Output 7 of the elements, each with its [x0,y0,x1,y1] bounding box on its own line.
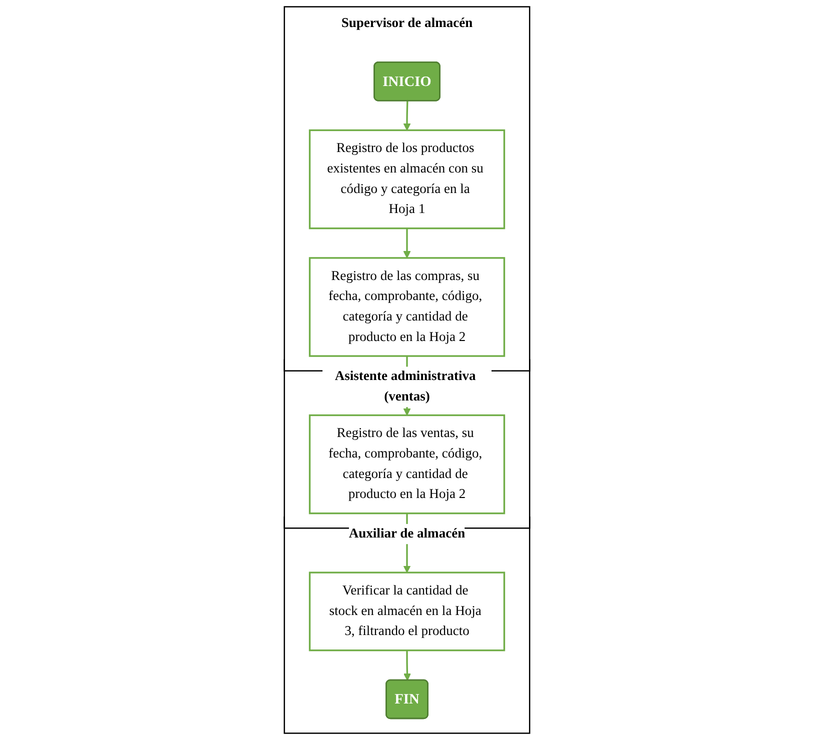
arrow [403,650,410,681]
arrow [402,101,410,131]
node-box: Registro de los productos existentes en almacén con su código y categoría en la Hoja 1 [308,129,505,230]
arrow [402,228,410,258]
node-box: Registro de las compras, su fecha, comprobante, código, categoría y cantidad de producto en la Hoja 2 [308,257,505,357]
node-box: Verificar la cantidad de stock en almacén en la Hoja 3, filtrando el producto [308,572,505,652]
node-box: Registro de las ventas, su fecha, comprobante, código, categoría y cantidad de producto en la Hoja 2 [308,414,505,514]
